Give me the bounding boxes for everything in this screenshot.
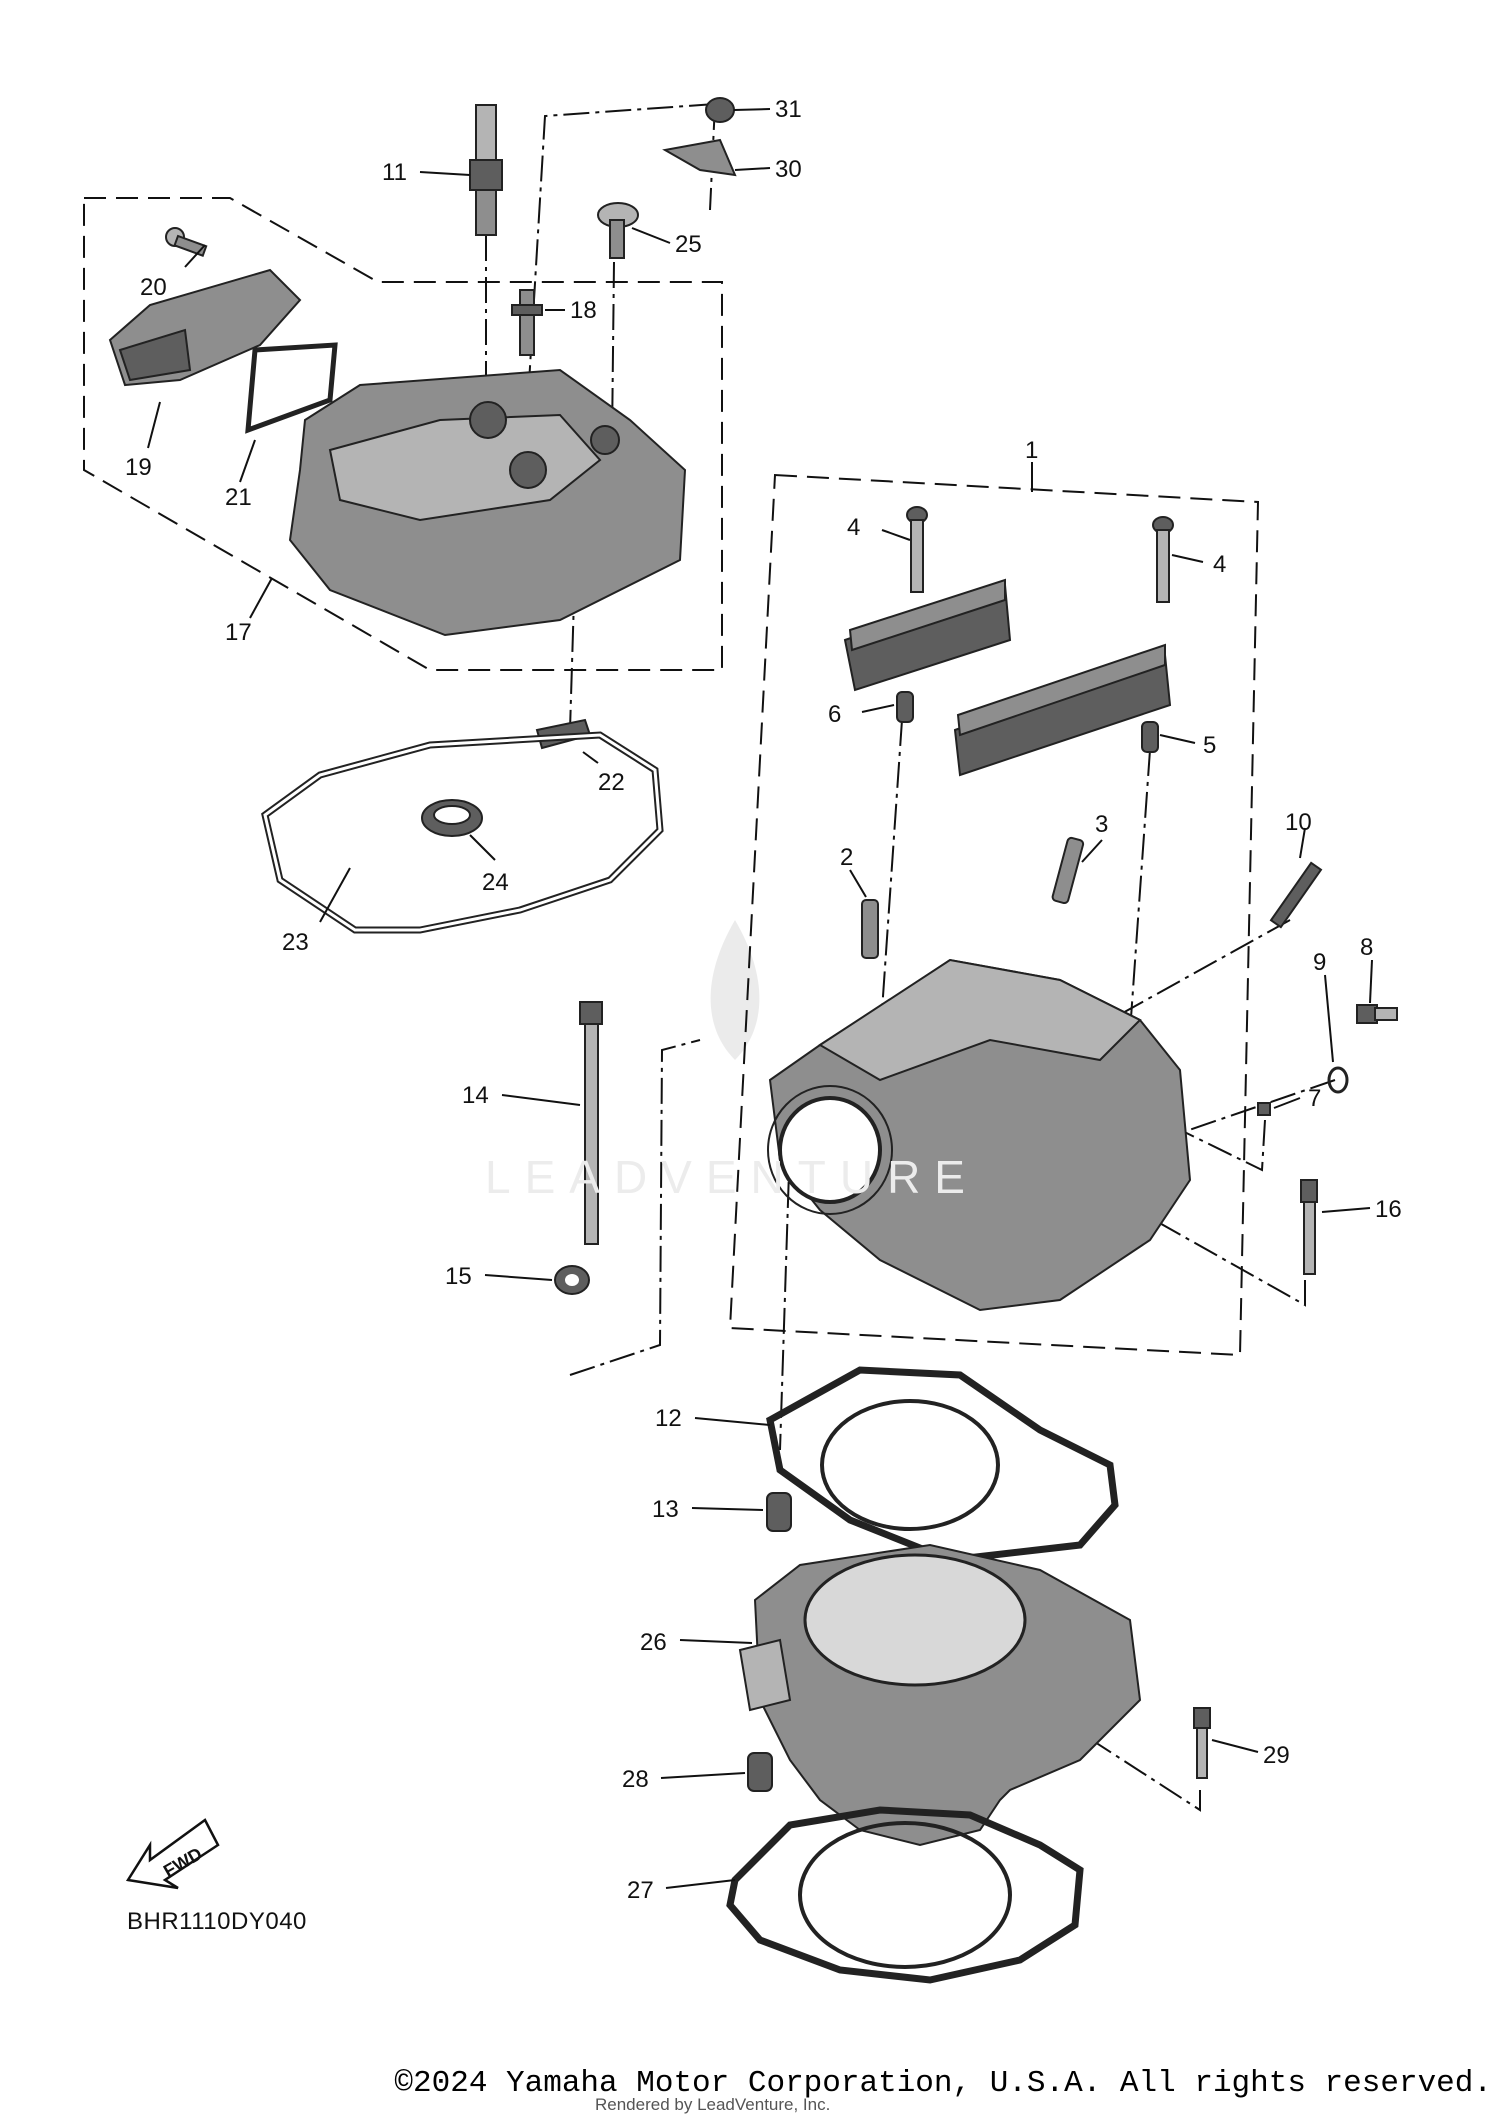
diagram-code: BHR1110DY040 [127,1908,307,1935]
callout-24: 24 [482,869,509,896]
part-30-bracket[interactable] [662,138,737,177]
callout-16: 16 [1375,1196,1402,1223]
callout-2: 2 [840,844,853,871]
callout-1: 1 [1025,437,1038,464]
part-16-bolt[interactable] [1300,1179,1318,1275]
part-24-seal[interactable] [421,799,483,837]
callout-9: 9 [1313,949,1326,976]
callout-30: 30 [775,156,802,183]
part-15-washer[interactable] [554,1265,590,1295]
callout-14: 14 [462,1082,489,1109]
part-11-spark-plug[interactable] [469,104,503,236]
callout-21: 21 [225,484,252,511]
copyright-notice: ©2024 Yamaha Motor Corporation, U.S.A. A… [394,2066,1492,2101]
part-25-bolt[interactable] [597,202,639,259]
callout-4b: 4 [1213,551,1226,578]
part-12-head-gasket[interactable] [766,1366,1119,1564]
part-27-base-gasket[interactable] [726,1806,1084,1984]
group-17-boundary [83,197,723,671]
assembly-line-7 [1159,1119,1266,1172]
callout-5: 5 [1203,732,1216,759]
part-4-bolt-right[interactable] [1152,516,1174,603]
callout-10: 10 [1285,809,1312,836]
part-10-stud[interactable] [1269,861,1323,929]
part-8-bolt[interactable] [1356,1004,1398,1024]
assembly-line-14 [569,1039,701,1376]
assembly-line-10 [1109,919,1291,1021]
part-26-cylinder[interactable] [738,1543,1142,1847]
callout-22: 22 [598,769,625,796]
callout-8: 8 [1360,934,1373,961]
part-17-head-cover[interactable] [288,368,687,637]
callout-labels: 1 2 3 4 4 5 6 7 8 9 10 11 12 13 14 15 16… [125,96,1402,1904]
callout-29: 29 [1263,1742,1290,1769]
callout-28: 28 [622,1766,649,1793]
callout-17: 17 [225,619,252,646]
callout-18: 18 [570,297,597,324]
callout-6: 6 [828,701,841,728]
part-19-housing[interactable] [108,268,302,387]
part-13-dowel[interactable] [766,1492,792,1532]
callout-19: 19 [125,454,152,481]
watermark-text: LEADVENTURE [485,1151,979,1203]
part-20-bolt[interactable] [165,227,208,257]
part-9-o-ring[interactable] [1327,1066,1349,1094]
callout-7: 7 [1308,1085,1321,1112]
part-1-cylinder-head[interactable] [767,958,1192,1312]
callout-12: 12 [655,1405,682,1432]
assembly-line-22 [569,499,578,731]
part-camshaft-cap-left[interactable] [843,578,1012,692]
part-23-cover-gasket[interactable] [261,731,664,934]
callout-11: 11 [382,159,407,186]
leader-lines [147,108,1373,1889]
callout-31: 31 [775,96,802,123]
callout-4a: 4 [847,514,860,541]
part-28-dowel[interactable] [747,1752,773,1792]
part-3-valve-guide[interactable] [1051,836,1085,905]
part-7-plug[interactable] [1257,1102,1271,1116]
assembly-line-5 [1127,749,1151,1061]
part-2-valve-guide[interactable] [861,899,879,959]
part-14-bolt[interactable] [579,1001,603,1245]
part-camshaft-cap-right[interactable] [953,643,1172,777]
callout-25: 25 [675,231,702,258]
group-1-boundary [728,473,1260,1357]
part-21-o-ring[interactable] [245,342,338,434]
part-31-nut[interactable] [705,97,735,123]
callout-27: 27 [627,1877,654,1904]
assembly-line-12 [779,1139,791,1451]
assembly-line-6 [879,719,903,1041]
callout-20: 20 [140,274,167,301]
callout-23: 23 [282,929,309,956]
callout-13: 13 [652,1496,679,1523]
watermark-flame-icon [710,920,760,1060]
assembly-line-29 [1029,1699,1201,1812]
part-5-dowel[interactable] [1141,721,1159,753]
callout-3: 3 [1095,811,1108,838]
fwd-arrow-icon: FWD [125,1818,220,1890]
part-6-dowel[interactable] [896,691,914,723]
part-4-bolt-left[interactable] [906,506,928,593]
rendered-by-notice: Rendered by LeadVenture, Inc. [595,2095,831,2114]
callout-26: 26 [640,1629,667,1656]
part-18-stud[interactable] [511,289,543,356]
callout-15: 15 [445,1263,472,1290]
part-29-bolt[interactable] [1193,1707,1211,1779]
